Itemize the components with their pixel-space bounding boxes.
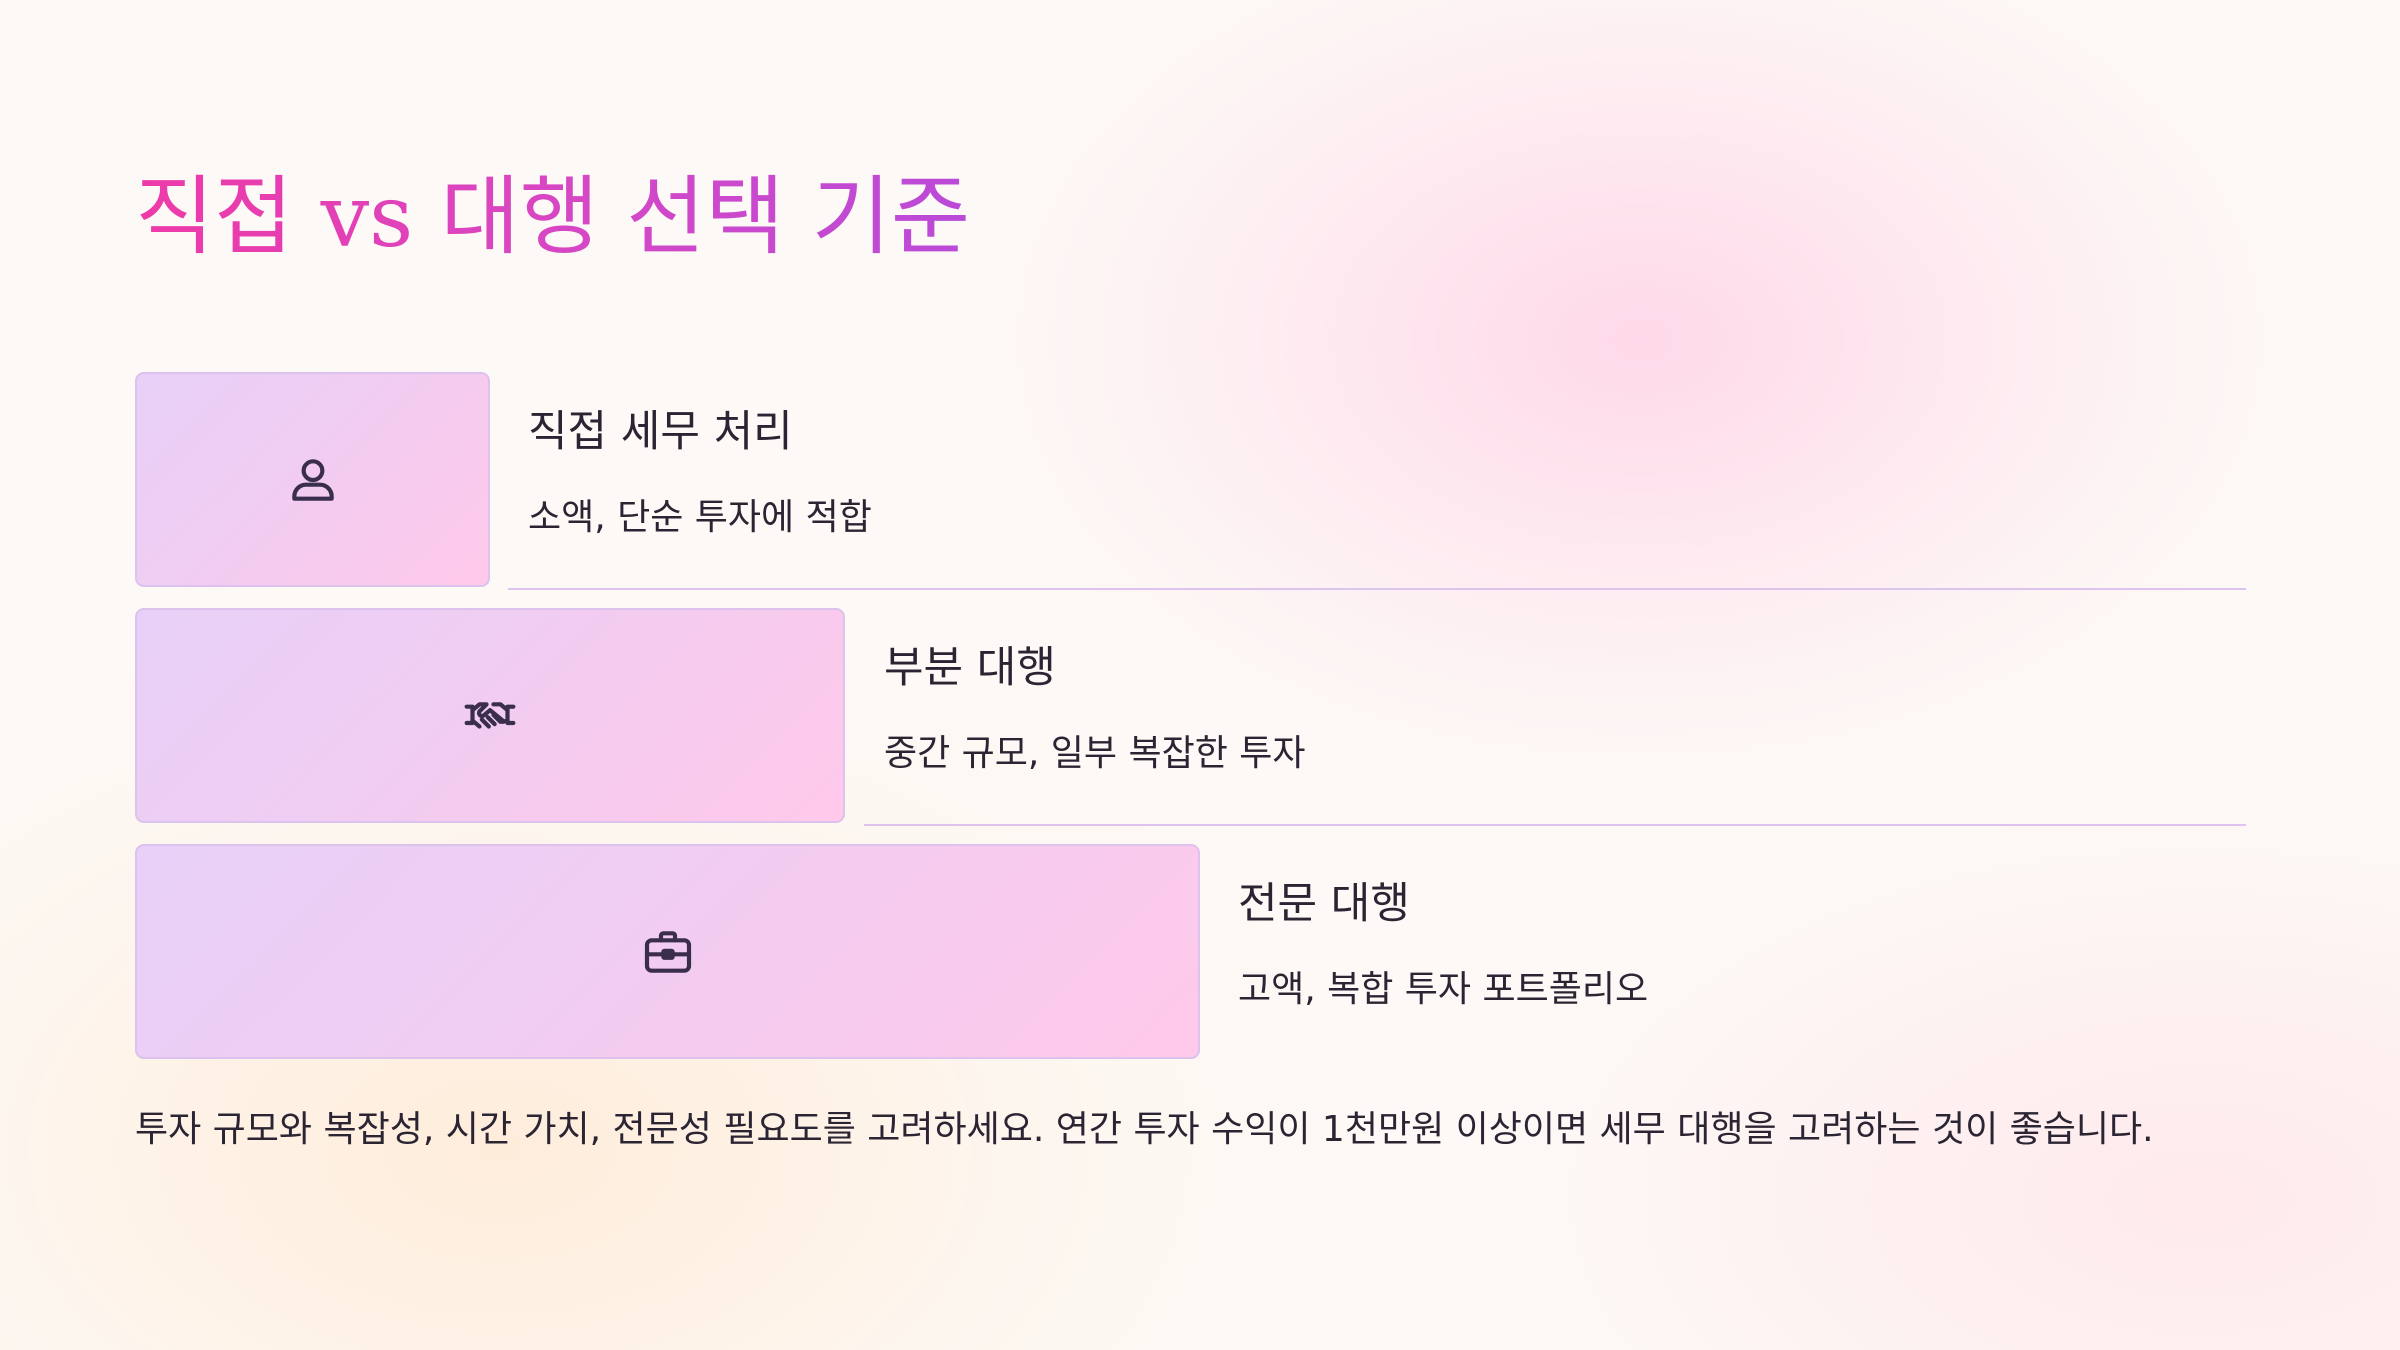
step-heading-professional: 전문 대행 (1238, 879, 1410, 929)
step-box-partial (135, 608, 845, 823)
footer-note: 투자 규모와 복잡성, 시간 가치, 전문성 필요도를 고려하세요. 연간 투자… (135, 1109, 2154, 1150)
step-box-professional (135, 844, 1200, 1059)
user-icon (283, 450, 343, 510)
page-title: 직접 vs 대행 선택 기준 (135, 167, 971, 267)
step-heading-partial: 부분 대행 (884, 643, 1056, 693)
handshake-icon (460, 686, 520, 746)
step-box-direct (135, 372, 490, 587)
divider (508, 588, 2246, 590)
step-heading-direct: 직접 세무 처리 (528, 407, 793, 457)
step-description-partial: 중간 규모, 일부 복잡한 투자 (884, 733, 1306, 774)
divider (864, 824, 2246, 826)
step-description-direct: 소액, 단순 투자에 적합 (528, 497, 872, 538)
step-description-professional: 고액, 복합 투자 포트폴리오 (1238, 969, 1649, 1010)
briefcase-icon (638, 922, 698, 982)
